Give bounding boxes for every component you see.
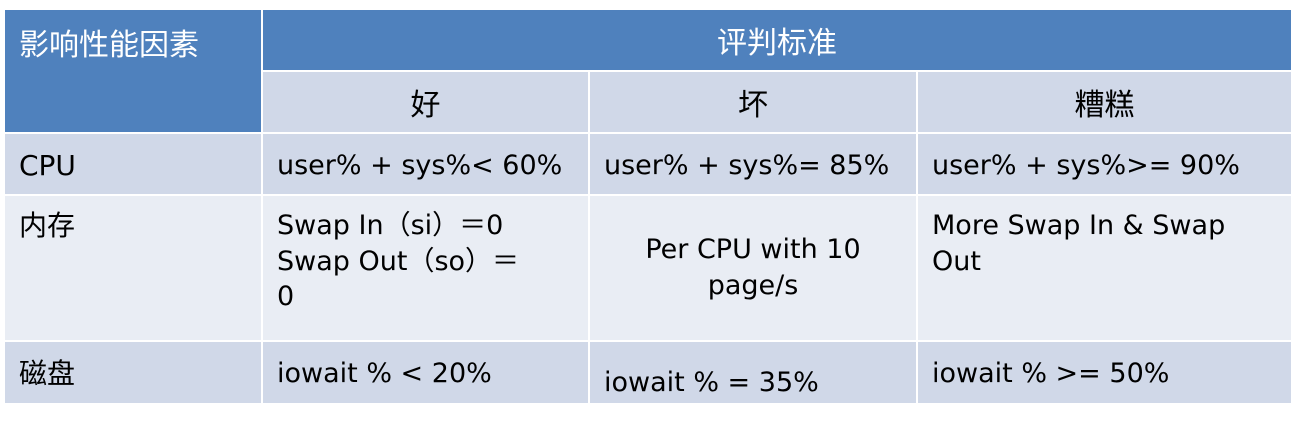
disk-bad: iowait % = 35% xyxy=(588,340,918,405)
factor-disk: 磁盘 xyxy=(3,340,263,405)
criteria-table: 影响性能因素 评判标准 好 坏 糟糕 CPU user% + sys%< 60%… xyxy=(3,8,1294,405)
factor-header: 影响性能因素 xyxy=(3,8,263,134)
cpu-bad: user% + sys%= 85% xyxy=(588,132,918,196)
memory-terrible-line-2: Out xyxy=(932,245,981,277)
cpu-terrible: user% + sys%>= 90% xyxy=(915,132,1294,196)
header-row-levels: 好 坏 糟糕 xyxy=(4,70,1294,134)
table-row-cpu: CPU user% + sys%< 60% user% + sys%= 85% … xyxy=(3,132,1294,196)
table-row-memory: 内存 Swap In（si）＝0 Swap Out（so）＝ 0 Per CPU… xyxy=(3,194,1294,342)
memory-terrible-line-1: More Swap In & Swap xyxy=(932,210,1226,241)
memory-terrible: More Swap In & Swap Out xyxy=(915,194,1294,342)
table-row-disk: 磁盘 iowait % < 20% iowait % = 35% iowait … xyxy=(3,340,1294,405)
factor-memory: 内存 xyxy=(3,194,263,342)
disk-terrible: iowait % >= 50% xyxy=(915,340,1294,405)
performance-criteria-table: 影响性能因素 评判标准 好 坏 糟糕 CPU user% + sys%< 60%… xyxy=(3,8,1294,405)
memory-good-line-1: Swap In（si）＝0 xyxy=(277,210,504,241)
cpu-good: user% + sys%< 60% xyxy=(261,132,590,196)
memory-good-line-3: 0 xyxy=(277,281,295,313)
header-row-top: 影响性能因素 评判标准 xyxy=(3,8,1294,134)
memory-bad: Per CPU with 10 page/s xyxy=(588,194,918,342)
memory-bad-line-2: page/s xyxy=(707,270,799,301)
criteria-header: 评判标准 xyxy=(260,8,1294,72)
level-good-header: 好 xyxy=(261,70,590,134)
memory-bad-line-1: Per CPU with 10 xyxy=(645,234,861,266)
level-bad-header: 坏 xyxy=(588,70,918,134)
memory-good: Swap In（si）＝0 Swap Out（so）＝ 0 xyxy=(261,194,590,342)
disk-good: iowait % < 20% xyxy=(261,340,590,405)
level-terrible-header: 糟糕 xyxy=(915,70,1294,134)
factor-cpu: CPU xyxy=(3,132,263,196)
memory-good-line-2: Swap Out（so）＝ xyxy=(277,245,520,277)
